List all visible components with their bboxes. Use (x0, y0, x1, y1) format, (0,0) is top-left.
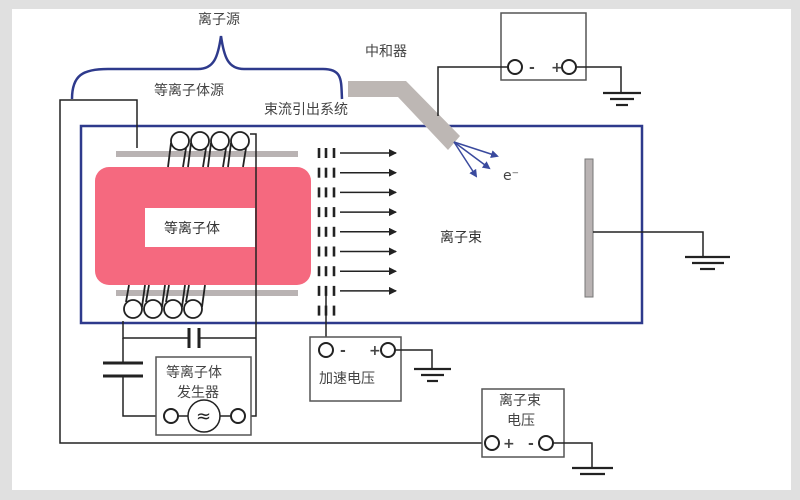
beam-pos-terminal (484, 435, 500, 451)
beam-ground-wire (553, 442, 593, 468)
beam-neg-sign: - (528, 436, 534, 452)
outer-return-wire (59, 99, 485, 444)
beam-neg-terminal (538, 435, 554, 451)
accel-neg-terminal (318, 342, 334, 358)
ion-source-diagram: 离子源 等离子体源 束流引出系统 中和器 e⁻ 等离子体 离子束 等离子体 发生… (12, 9, 791, 490)
extraction-grids (317, 148, 336, 316)
bottom-coil-winding (123, 284, 206, 319)
ground-icon (414, 367, 451, 383)
target-plate (584, 158, 594, 298)
coil-loop (190, 131, 210, 151)
electron-emission-arrows (453, 141, 499, 178)
coil-lead (161, 284, 166, 308)
neutralizer-supply-pos-terminal (561, 59, 577, 75)
coil-loop (123, 299, 143, 319)
coil-loop (230, 131, 250, 151)
coil-loop (183, 299, 203, 319)
neutralizer-neg-sign: - (529, 60, 535, 76)
beam-extraction-label: 束流引出系统 (264, 102, 348, 118)
coil-loop (143, 299, 163, 319)
shunt-capacitor-lower-wire (122, 376, 164, 417)
beam-pos-sign: + (503, 436, 515, 452)
beam-voltage-label-line2: 电压 (507, 413, 535, 429)
ground-icon (603, 91, 641, 107)
neutralizer-supply-neg-terminal (507, 59, 523, 75)
generator-label-line1: 等离子体 (166, 364, 222, 381)
bottom-electrode (116, 290, 298, 296)
coil-lead (242, 147, 247, 168)
accel-neg-sign: - (340, 343, 346, 359)
coil-lead (201, 284, 206, 308)
ion-source-brace (70, 35, 344, 100)
top-electrode (116, 151, 298, 157)
coil-loop (170, 131, 190, 151)
accel-ground-wire (395, 349, 433, 369)
coil-lead (145, 284, 150, 303)
coil-lead (181, 284, 186, 308)
coil-loop (210, 131, 230, 151)
coil-lead (165, 284, 170, 303)
accel-pos-terminal (380, 342, 396, 358)
accel-pos-sign: + (369, 343, 381, 359)
coil-lead (141, 284, 146, 308)
vacuum-chamber (79, 124, 644, 325)
ground-icon (685, 255, 730, 271)
coil-lead (182, 147, 187, 168)
ground-icon (572, 466, 613, 476)
neutralizer-wire (437, 66, 508, 116)
ac-symbol: ≈ (196, 406, 211, 427)
coil-lead (202, 147, 207, 168)
neutralizer-ground-wire (576, 66, 622, 93)
neutralizer-body (348, 81, 460, 150)
neutralizer-label: 中和器 (365, 44, 407, 60)
shunt-capacitor-icon (103, 361, 143, 378)
ion-source-label: 离子源 (198, 11, 240, 28)
plasma-source-label: 等离子体源 (154, 82, 224, 99)
coil-lead (125, 284, 130, 303)
neutralizer-pos-sign: + (551, 60, 563, 76)
coil-lead (167, 142, 172, 168)
ion-beam-arrows (340, 149, 397, 295)
ion-beam-label: 离子束 (440, 229, 482, 246)
accel-voltage-label: 加速电压 (319, 371, 375, 387)
coil-lead (187, 142, 192, 168)
coil-loop (163, 299, 183, 319)
series-capacitor-icon (187, 328, 201, 348)
plasma-label-box (145, 208, 255, 247)
electron-label: e⁻ (503, 168, 519, 184)
coil-lead (207, 142, 212, 168)
generator-label-line2: 发生器 (177, 385, 219, 401)
top-coil-winding (167, 131, 250, 168)
generator-left-terminal (163, 408, 179, 424)
coil-lead (185, 284, 190, 303)
coil-lead (222, 147, 227, 168)
generator-right-terminal (230, 408, 246, 424)
beam-voltage-label-line1: 离子束 (499, 392, 541, 409)
plate-ground-wire (593, 231, 704, 257)
coil-lead (227, 142, 232, 168)
plasma-label: 等离子体 (164, 220, 220, 237)
